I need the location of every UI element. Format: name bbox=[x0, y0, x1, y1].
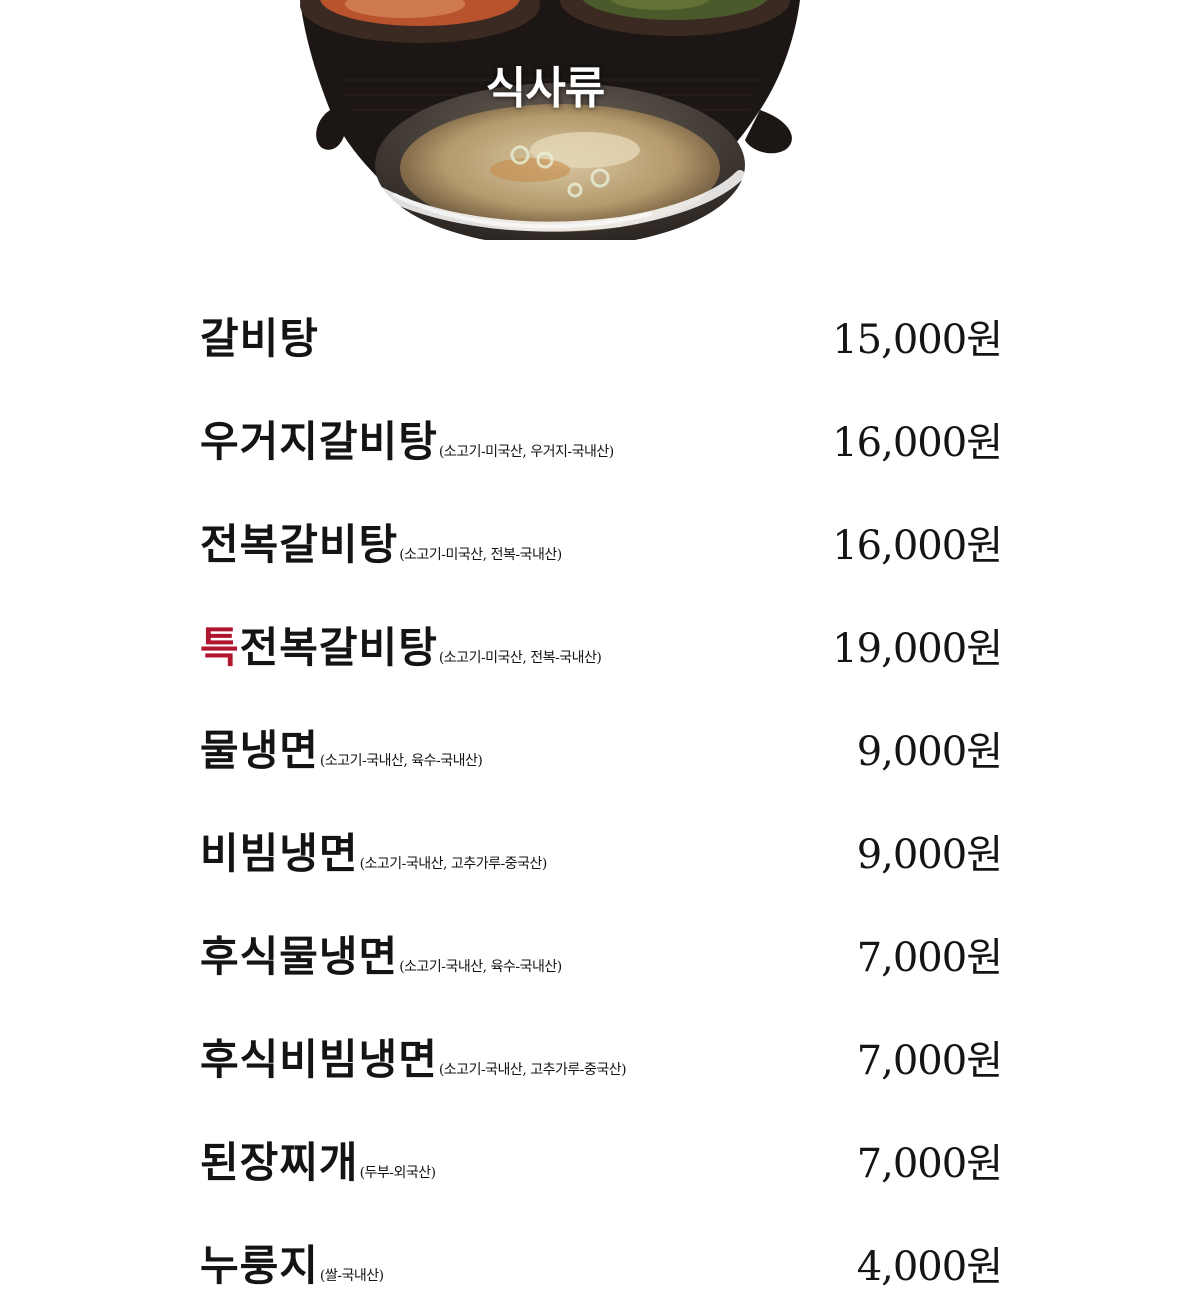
menu-item-origin: (소고기-국내산, 육수-국내산) bbox=[399, 959, 562, 975]
menu-item-price: 15,000원 bbox=[832, 316, 1003, 363]
menu-item-name-group: 우거지갈비탕 (소고기-미국산, 우거지-국내산) bbox=[200, 408, 614, 469]
menu-item-prefix: 특 bbox=[200, 623, 240, 672]
menu-item: 된장찌개 (두부-외국산) 7,000원 bbox=[200, 1108, 1003, 1211]
menu-item-name-group: 누룽지 (쌀-국내산) bbox=[200, 1232, 384, 1293]
section-title: 식사류 bbox=[485, 63, 605, 114]
menu-item-price: 7,000원 bbox=[856, 1140, 1003, 1187]
menu-item-name: 우거지갈비탕 bbox=[200, 417, 438, 466]
menu-item-origin: (쌀-국내산) bbox=[319, 1268, 384, 1284]
menu-list: 갈비탕 15,000원 우거지갈비탕 (소고기-미국산, 우거지-국내산) 16… bbox=[200, 284, 1003, 1300]
menu-item-name-group: 후식비빔냉면 (소고기-국내산, 고추가루-중국산) bbox=[200, 1026, 627, 1087]
menu-item-name-group: 비빔냉면 (소고기-국내산, 고추가루-중국산) bbox=[200, 820, 547, 881]
menu-item-price: 9,000원 bbox=[856, 728, 1003, 775]
menu-item: 우거지갈비탕 (소고기-미국산, 우거지-국내산) 16,000원 bbox=[200, 387, 1003, 490]
menu-item-name: 전복갈비탕 bbox=[239, 623, 438, 672]
menu-item-name-group: 된장찌개 (두부-외국산) bbox=[200, 1129, 436, 1190]
menu-item-origin: (소고기-국내산, 고추가루-중국산) bbox=[438, 1062, 627, 1078]
menu-item-origin: (소고기-미국산, 전복-국내산) bbox=[399, 547, 562, 563]
menu-item-price: 7,000원 bbox=[856, 934, 1003, 981]
menu-item-price: 4,000원 bbox=[856, 1243, 1003, 1290]
menu-item: 후식비빔냉면 (소고기-국내산, 고추가루-중국산) 7,000원 bbox=[200, 1005, 1003, 1108]
menu-item-name-group: 물냉면 (소고기-국내산, 육수-국내산) bbox=[200, 717, 483, 778]
menu-item-name-group: 후식물냉면 (소고기-국내산, 육수-국내산) bbox=[200, 923, 562, 984]
menu-item-origin: (두부-외국산) bbox=[359, 1165, 437, 1181]
menu-item-name-group: 전복갈비탕 (소고기-미국산, 전복-국내산) bbox=[200, 511, 562, 572]
menu-item-price: 7,000원 bbox=[856, 1037, 1003, 1084]
menu-item-name-group: 갈비탕 bbox=[200, 305, 320, 366]
menu-item-name: 된장찌개 bbox=[200, 1138, 359, 1187]
menu-item-origin: (소고기-미국산, 전복-국내산) bbox=[438, 650, 602, 666]
menu-item: 후식물냉면 (소고기-국내산, 육수-국내산) 7,000원 bbox=[200, 902, 1003, 1005]
menu-item-origin: (소고기-미국산, 우거지-국내산) bbox=[438, 444, 614, 460]
menu-item-name: 후식물냉면 bbox=[200, 932, 399, 981]
menu-item-name: 후식비빔냉면 bbox=[200, 1035, 438, 1084]
menu-item: 전복갈비탕 (소고기-미국산, 전복-국내산) 16,000원 bbox=[200, 490, 1003, 593]
menu-item-price: 9,000원 bbox=[856, 831, 1003, 878]
menu-item-name: 비빔냉면 bbox=[200, 829, 359, 878]
menu-item-name: 갈비탕 bbox=[200, 314, 319, 363]
menu-item-name: 누룽지 bbox=[200, 1241, 319, 1290]
menu-item-price: 16,000원 bbox=[832, 522, 1003, 569]
menu-item: 비빔냉면 (소고기-국내산, 고추가루-중국산) 9,000원 bbox=[200, 799, 1003, 902]
menu-item: 물냉면 (소고기-국내산, 육수-국내산) 9,000원 bbox=[200, 696, 1003, 799]
menu-item-price: 16,000원 bbox=[832, 419, 1003, 466]
food-photo-brush-stroke bbox=[300, 0, 800, 240]
menu-item-name-group: 특 전복갈비탕 (소고기-미국산, 전복-국내산) bbox=[200, 614, 602, 675]
menu-item-name: 전복갈비탕 bbox=[200, 520, 399, 569]
menu-item-name: 물냉면 bbox=[200, 726, 319, 775]
menu-item: 갈비탕 15,000원 bbox=[200, 284, 1003, 387]
menu-item: 특 전복갈비탕 (소고기-미국산, 전복-국내산) 19,000원 bbox=[200, 593, 1003, 696]
menu-item-origin: (소고기-국내산, 육수-국내산) bbox=[319, 753, 483, 769]
header-banner: 식사류 bbox=[0, 0, 1200, 240]
menu-item-origin: (소고기-국내산, 고추가루-중국산) bbox=[359, 856, 548, 872]
menu-item: 누룽지 (쌀-국내산) 4,000원 bbox=[200, 1211, 1003, 1300]
menu-item-price: 19,000원 bbox=[832, 625, 1003, 672]
